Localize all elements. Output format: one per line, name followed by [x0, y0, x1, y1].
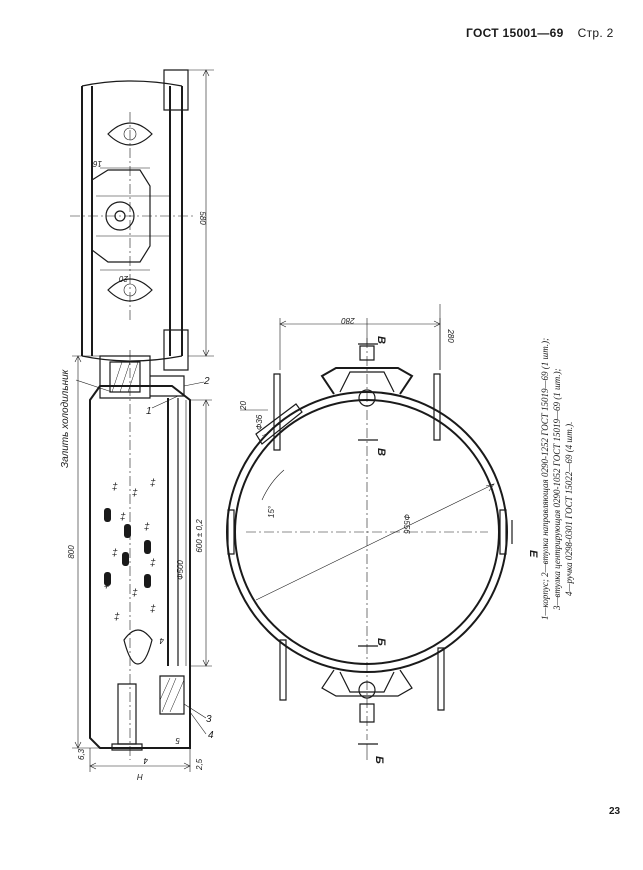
section-mark-Bb-bottom: Б — [373, 756, 385, 764]
plan-view: Ф556 280 280 20 Ф36 15° В В Б Б Е — [226, 304, 539, 764]
bottom-bush-hatch — [159, 677, 185, 713]
svg-text:‡: ‡ — [144, 522, 150, 533]
svg-text:‡: ‡ — [150, 558, 156, 569]
part-callout-4: 4 — [208, 730, 214, 741]
svg-text:‡: ‡ — [120, 512, 126, 523]
section-dim-63: 6,3 — [77, 748, 86, 760]
caption: 1—корпус; 2—втулка направляющая 0290-125… — [540, 338, 574, 620]
side-dim-16: 16 — [93, 159, 102, 168]
section-dim-4-inner: 4 — [159, 636, 164, 645]
page-header: ГОСТ 15001—69 Стр. 2 — [466, 26, 614, 40]
section-mark-B-top: В — [375, 336, 387, 344]
side-view: 580 16 20 — [70, 69, 214, 371]
svg-text:‡: ‡ — [112, 482, 118, 493]
plan-dim-15: 15° — [267, 505, 276, 518]
svg-text:‡: ‡ — [132, 488, 138, 499]
section-annotation: Залить холодильник — [60, 368, 71, 468]
side-dim-20: 20 — [119, 274, 129, 283]
section-dim-H: H — [137, 772, 143, 781]
side-dim-580: 580 — [198, 211, 207, 225]
cast-marks: ‡‡‡ ‡‡‡ ‡‡‡ ‡‡ — [104, 478, 156, 623]
section-dim-25: 2,5 — [195, 758, 204, 771]
standard-number: ГОСТ 15001—69 — [466, 26, 564, 40]
section-dim-5: 5 — [175, 736, 180, 745]
section-dim-800: 800 — [67, 545, 76, 559]
svg-text:‡: ‡ — [132, 588, 138, 599]
section-mark-E: Е — [527, 550, 539, 558]
svg-text:‡: ‡ — [150, 604, 156, 615]
section-dim-d500: Ф500 — [176, 560, 185, 580]
caption-line-1: 1—корпус; 2—втулка направляющая 0290-125… — [540, 338, 550, 620]
section-dim-4-bottom: 4 — [143, 756, 148, 765]
section-view: ‡‡‡ ‡‡‡ ‡‡‡ ‡‡ Залить холодильник 800 60… — [60, 350, 214, 781]
top-bush-hatch — [111, 361, 139, 393]
svg-text:‡: ‡ — [112, 548, 118, 559]
plan-dim-d36: Ф36 — [255, 414, 264, 430]
part-callout-1: 1 — [146, 406, 152, 417]
section-dim-600: 600 ± 0,2 — [195, 519, 204, 553]
part-callout-3: 3 — [206, 714, 212, 725]
plan-dim-280-top: 280 — [341, 316, 356, 325]
svg-text:‡: ‡ — [114, 612, 120, 623]
plan-dim-20: 20 — [239, 401, 248, 411]
section-mark-Bb-inner: Б — [375, 638, 387, 646]
plan-dim-d556: Ф556 — [402, 514, 411, 534]
cast-slots — [104, 508, 151, 588]
plan-hatch — [261, 415, 291, 437]
svg-text:‡: ‡ — [150, 478, 156, 489]
caption-line-3: 4—ручка 0298-0301 ГОСТ 15022—69 (4 шт.). — [564, 422, 574, 596]
section-mark-B-inner: В — [375, 448, 387, 456]
page-label: Стр. 2 — [577, 26, 614, 40]
part-callout-2: 2 — [203, 376, 210, 387]
page-number: 23 — [609, 806, 621, 817]
caption-line-2: 3—втулка центрирующая 0290-1052 ГОСТ 150… — [552, 368, 562, 611]
plan-dim-280-right: 280 — [446, 328, 455, 343]
